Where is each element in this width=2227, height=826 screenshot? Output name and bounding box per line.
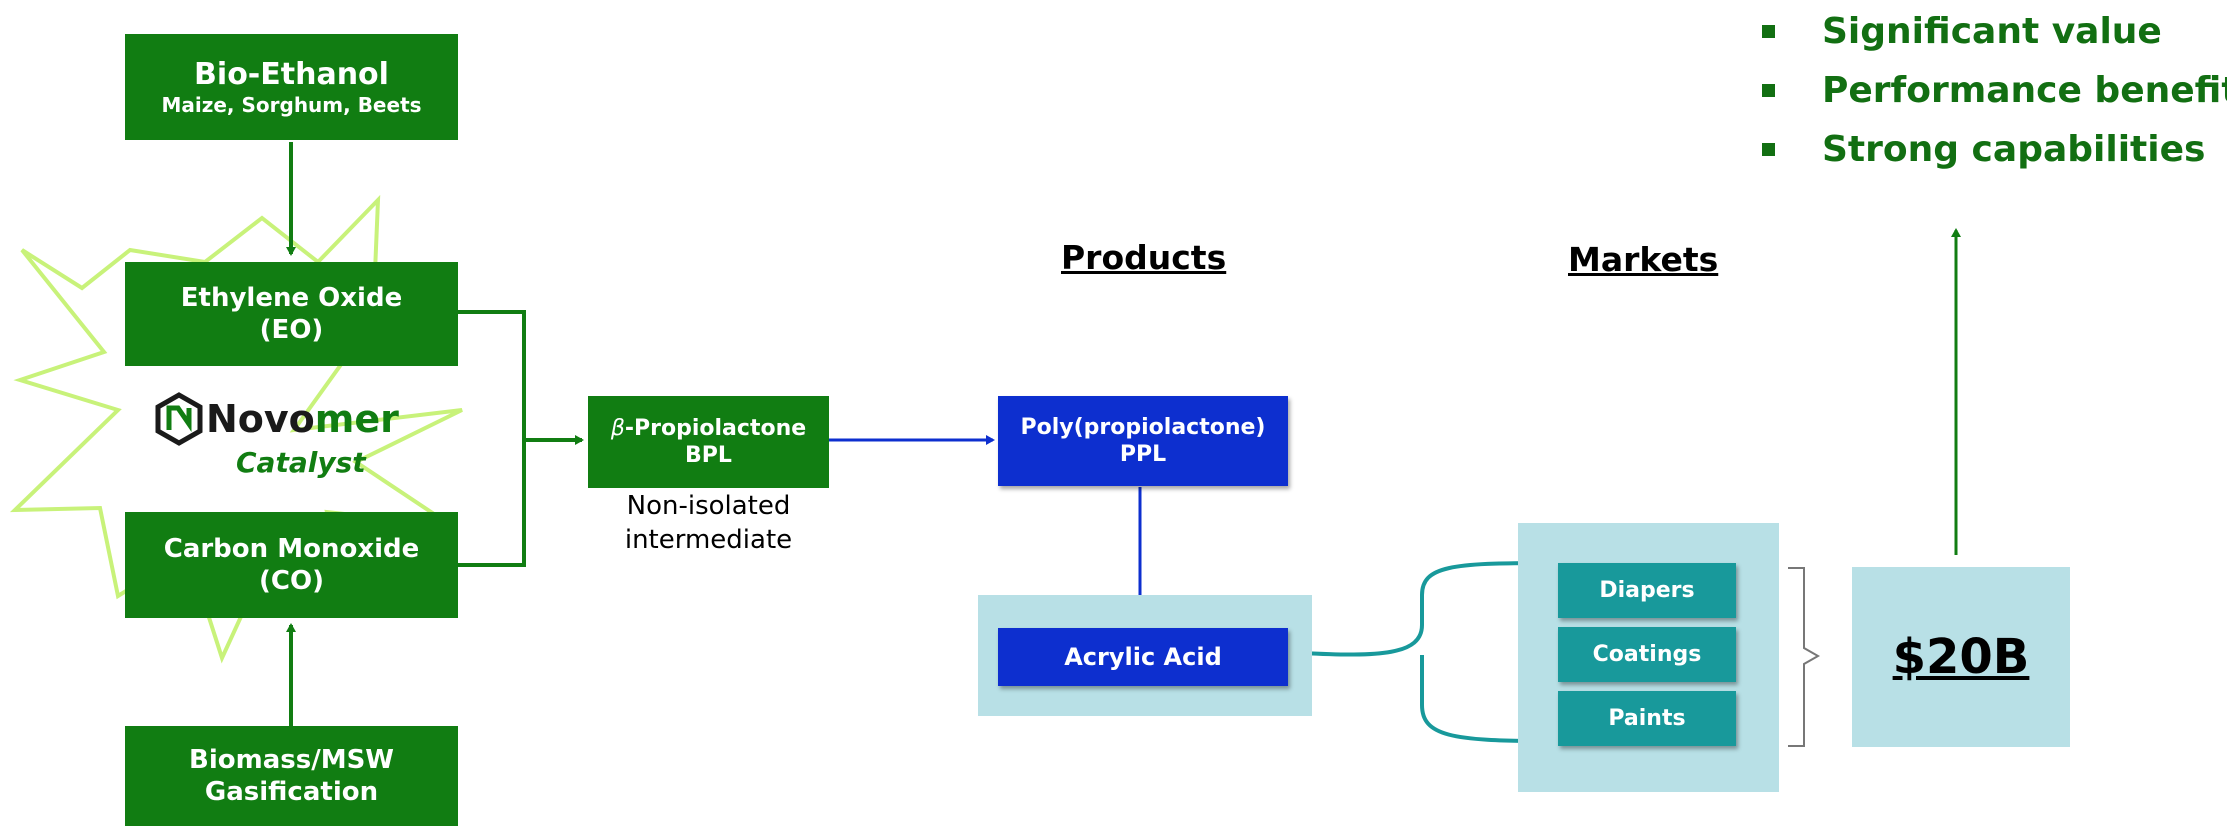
square-bullet-icon xyxy=(1762,84,1775,97)
bpl-abbr: BPL xyxy=(685,443,732,468)
products-heading: Products xyxy=(1061,238,1227,277)
market-label: Paints xyxy=(1608,705,1686,731)
market-diapers-box: Diapers xyxy=(1558,563,1736,618)
bullet-item: Significant value xyxy=(1762,2,2227,61)
connector-eo-co-join xyxy=(458,310,526,567)
carbon-monoxide-name: Carbon Monoxide xyxy=(163,533,420,564)
bullet-item: Strong capabilities xyxy=(1762,120,2227,179)
ethylene-oxide-box: Ethylene Oxide (EO) xyxy=(125,262,458,366)
bpl-note: Non-isolated intermediate xyxy=(624,491,793,555)
ppl-abbr: PPL xyxy=(1119,442,1167,467)
square-bullet-icon xyxy=(1762,143,1775,156)
ppl-box: Poly(propiolactone) PPL xyxy=(998,396,1288,486)
bpl-name: β-Propiolactone xyxy=(610,415,807,441)
biomass-box: Biomass/MSW Gasification xyxy=(125,726,458,826)
novomer-wordmark: Novomer xyxy=(206,397,399,441)
catalyst-label: Catalyst xyxy=(236,446,366,479)
market-label: Diapers xyxy=(1599,577,1695,603)
acrylic-acid-label: Acrylic Acid xyxy=(1064,643,1222,671)
beta-symbol: β xyxy=(610,415,625,441)
market-size-bracket xyxy=(1788,567,1821,747)
bioethanol-subtitle: Maize, Sorghum, Beets xyxy=(161,93,422,118)
square-bullet-icon xyxy=(1762,25,1775,38)
market-coatings-box: Coatings xyxy=(1558,627,1736,682)
bullet-item: Performance benefits xyxy=(1762,61,2227,120)
market-size-panel: $20B xyxy=(1852,567,2070,747)
biomass-line1: Biomass/MSW xyxy=(189,744,394,775)
bpl-box: β-Propiolactone BPL xyxy=(588,396,829,488)
carbon-monoxide-abbr: (CO) xyxy=(259,566,324,596)
market-size-value: $20B xyxy=(1892,629,2030,685)
market-label: Coatings xyxy=(1592,641,1702,667)
acrylic-acid-box: Acrylic Acid xyxy=(998,628,1288,686)
bioethanol-box: Bio-Ethanol Maize, Sorghum, Beets xyxy=(125,34,458,140)
novomer-logo: Novomer xyxy=(154,392,399,446)
markets-heading: Markets xyxy=(1568,240,1719,279)
novomer-hexagon-icon xyxy=(155,392,203,446)
markets-curly-brace xyxy=(1301,561,1548,743)
ethylene-oxide-abbr: (EO) xyxy=(259,315,324,345)
ppl-name: Poly(propiolactone) xyxy=(1020,414,1266,440)
bioethanol-title: Bio-Ethanol xyxy=(194,56,389,92)
carbon-monoxide-box: Carbon Monoxide (CO) xyxy=(125,512,458,618)
ethylene-oxide-name: Ethylene Oxide xyxy=(180,282,403,313)
market-paints-box: Paints xyxy=(1558,691,1736,746)
value-bullet-list: Significant value Performance benefits S… xyxy=(1762,2,2227,179)
biomass-line2: Gasification xyxy=(204,777,379,807)
